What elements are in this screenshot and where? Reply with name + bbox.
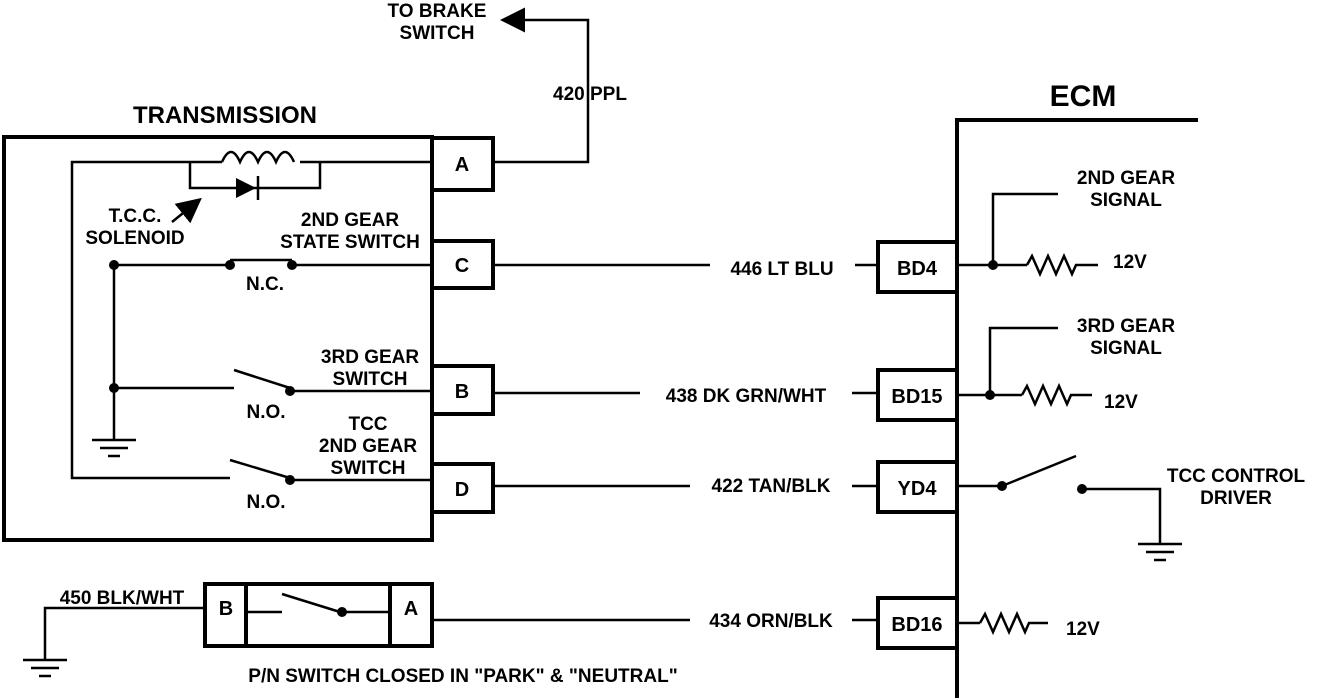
tcc-second-label-line2: 2ND GEAR [319,436,417,457]
pin-c-label: C [455,255,469,277]
pin-yd4-box [876,460,959,514]
tcc-second-label-line1: TCC [348,414,387,435]
nc-label: N.C. [246,274,284,295]
pin-bd15-box [876,368,959,422]
wire-420-path [493,7,590,164]
pin-bd4-label: BD4 [897,258,938,280]
resistor-icon-2 [1020,382,1092,408]
pin-bd15-label: BD15 [891,386,942,408]
third-switch-left-contact [109,383,119,393]
third-switch-label-line2: SWITCH [333,369,408,390]
pin-bd16-label: BD16 [891,614,942,636]
solenoid-coil-icon [220,150,296,166]
pin-a-box [430,136,495,192]
second-signal-label-line2: SIGNAL [1090,190,1162,211]
pn-pin-a-label: A [404,598,418,620]
to-brake-label-line1: TO BRAKE [388,1,487,22]
no-label-1: N.O. [246,402,285,423]
pin-a-label: A [455,154,469,176]
resistor-icon-1 [1025,252,1098,278]
second-signal-label-line1: 2ND GEAR [1077,168,1175,189]
voltage-12v-label-1: 12V [1113,252,1147,273]
tcc-driver-switch-blade [1001,454,1077,488]
third-signal-label-line1: 3RD GEAR [1077,316,1175,337]
tcc-driver-label-line1: TCC CONTROL [1167,466,1306,487]
tcc-solenoid-label-line2: SOLENOID [85,228,184,249]
pin-d-label: D [455,479,469,501]
no-label-2: N.O. [246,492,285,513]
pin-d-box [430,462,495,514]
nc-switch-contact-a [225,260,235,270]
tcc-driver-label-line2: DRIVER [1200,488,1272,509]
third-signal-label-line2: SIGNAL [1090,338,1162,359]
pn-switch-blade [281,592,341,614]
third-switch-blade [233,368,291,390]
second-state-label-line2: STATE SWITCH [280,232,420,253]
wire-446-label: 446 LT BLU [730,259,833,280]
ecm-title: ECM [1050,80,1117,113]
diode-bypass-wire [188,162,322,190]
wire-438-label: 438 DK GRN/WHT [666,386,827,407]
pn-pin-b-label: B [219,598,233,620]
voltage-12v-label-3: 12V [1066,619,1100,640]
transmission-enclosure [2,135,434,542]
wire-420-label: 420 PPL [553,84,627,105]
pin-yd4-label: YD4 [898,478,938,500]
tcc-switch-blade [229,458,291,480]
wire-450-label: 450 BLK/WHT [60,588,185,609]
second-state-label-line1: 2ND GEAR [301,210,399,231]
to-brake-label-line2: SWITCH [400,23,475,44]
wire-450 [43,606,205,660]
second-signal-junction [988,260,998,270]
pin-b-label: B [455,381,469,403]
pin-b-box [430,364,495,416]
pn-switch-body [203,582,434,648]
wire-434-label: 434 ORN/BLK [709,611,833,632]
resistor-icon-3 [978,610,1048,636]
tcc-solenoid-label-line1: T.C.C. [109,206,162,227]
third-signal-junction [985,390,995,400]
second-signal-wire [957,192,1058,267]
solenoid-return-wire [70,160,230,480]
diode-icon [236,178,256,198]
nc-switch-left-contact [109,260,119,270]
tcc-pointer-arrow [171,197,202,224]
pn-caption: P/N SWITCH CLOSED IN "PARK" & "NEUTRAL" [248,666,677,687]
third-switch-label-line1: 3RD GEAR [321,347,419,368]
tcc-second-label-line3: SWITCH [331,458,406,479]
transmission-title: TRANSMISSION [133,102,317,129]
pin-bd4-box [876,240,959,294]
tcc-driver-ground-wire [1082,487,1162,544]
pin-c-box [430,239,495,290]
voltage-12v-label-2: 12V [1104,392,1138,413]
wire-422-label: 422 TAN/BLK [712,476,831,497]
